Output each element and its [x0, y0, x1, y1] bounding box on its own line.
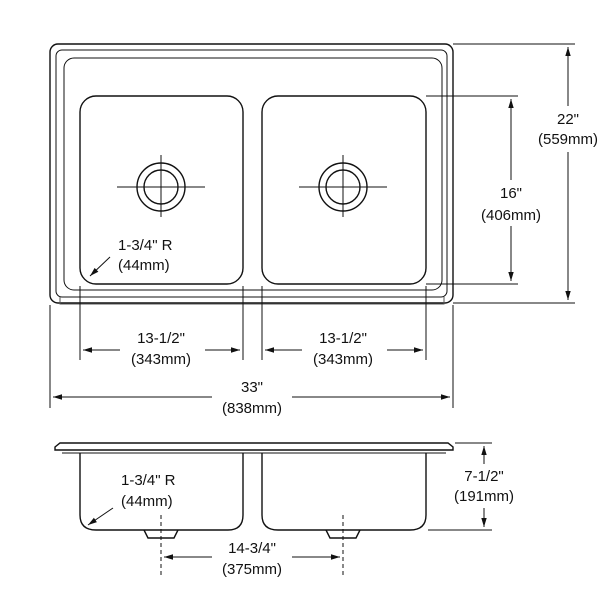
right-drain	[299, 155, 387, 217]
side-left-bowl	[79, 453, 244, 531]
bowl-height-metric: (191mm)	[454, 488, 514, 505]
inner-rim	[55, 49, 448, 298]
overall-width-metric: (838mm)	[222, 400, 282, 417]
right-bowl-width-imperial: 13-1/2"	[319, 330, 367, 347]
left-bowl-width-imperial: 13-1/2"	[137, 330, 185, 347]
bowl-depth-imperial: 16"	[500, 185, 522, 202]
bottom-flange	[59, 297, 445, 305]
left-bowl-width-metric: (343mm)	[131, 351, 191, 368]
bowl-height-imperial: 7-1/2"	[464, 468, 504, 485]
drain-spacing-imperial: 14-3/4"	[228, 540, 276, 557]
top-view: 22" (559mm) 16" (406mm) 1-3/4" R (44mm) …	[49, 43, 600, 422]
side-radius-leader	[87, 507, 114, 526]
left-bowl	[79, 95, 244, 285]
overall-depth-metric: (559mm)	[538, 131, 598, 148]
drain-spacing-metric: (375mm)	[222, 561, 282, 578]
side-right-bowl	[261, 453, 427, 531]
overall-depth-imperial: 22"	[557, 111, 579, 128]
corner-radius-top-imperial: 1-3/4" R	[118, 237, 173, 254]
side-flange	[54, 442, 454, 451]
right-bowl	[261, 95, 427, 285]
side-view: 1-3/4" R (44mm) 7-1/2" (191mm) 14-3/4" (…	[54, 442, 524, 582]
overall-width-imperial: 33"	[241, 379, 263, 396]
bowl-depth-metric: (406mm)	[481, 207, 541, 224]
outer-rim	[49, 43, 454, 304]
corner-radius-side-imperial: 1-3/4" R	[121, 472, 176, 489]
corner-radius-top-metric: (44mm)	[118, 257, 170, 274]
left-drain	[117, 155, 205, 217]
corner-radius-side-metric: (44mm)	[121, 493, 173, 510]
corner-radius-leader	[89, 256, 111, 277]
right-bowl-width-metric: (343mm)	[313, 351, 373, 368]
deck-edge	[63, 57, 443, 291]
